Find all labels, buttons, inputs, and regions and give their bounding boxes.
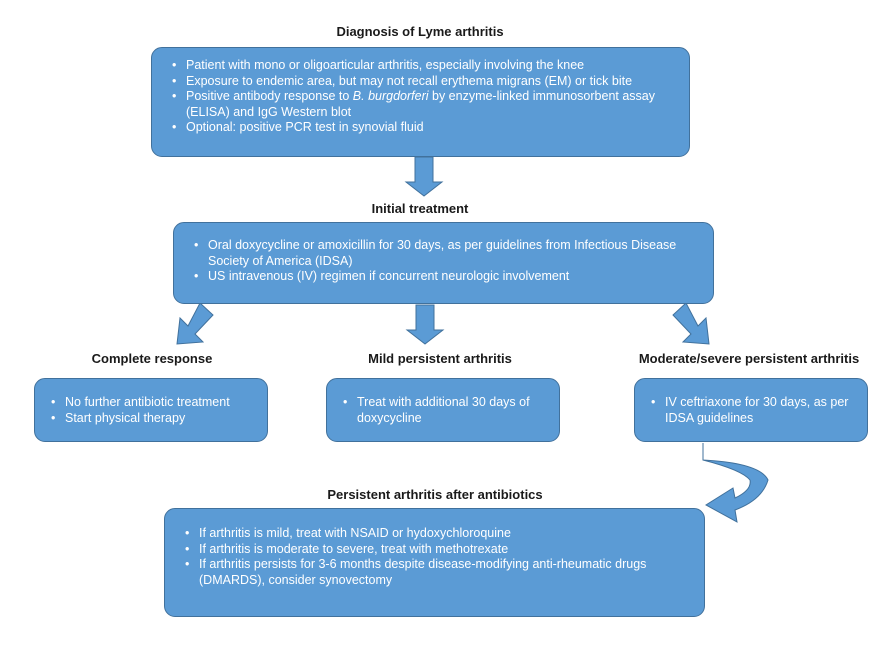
arrow-curved-severe-to-persistent (702, 443, 769, 523)
mild-persistent-box: Treat with additional 30 days of doxycyc… (326, 378, 560, 442)
severe-item: IV ceftriaxone for 30 days, as per IDSA … (645, 395, 857, 426)
arrow-diagonal-initial-to-complete (176, 302, 214, 345)
complete-item: No further antibiotic treatment (45, 395, 259, 411)
diagnosis-box: Patient with mono or oligoarticular arth… (151, 47, 690, 157)
persistent-arthritis-box: If arthritis is mild, treat with NSAID o… (164, 508, 705, 617)
persistent-item: If arthritis is mild, treat with NSAID o… (179, 526, 690, 542)
severe-persistent-title: Moderate/severe persistent arthritis (638, 351, 860, 366)
arrow-down-diagnosis-to-initial (404, 156, 444, 197)
persistent-item: If arthritis persists for 3-6 months des… (179, 557, 690, 588)
diagnosis-item: Positive antibody response to B. burgdor… (166, 89, 675, 120)
mild-item: Treat with additional 30 days of doxycyc… (337, 395, 549, 426)
initial-treatment-title: Initial treatment (371, 201, 469, 216)
diagnosis-item: Exposure to endemic area, but may not re… (166, 74, 675, 90)
mild-persistent-title: Mild persistent arthritis (368, 351, 512, 366)
complete-item: Start physical therapy (45, 411, 259, 427)
persistent-item: If arthritis is moderate to severe, trea… (179, 542, 690, 558)
persistent-arthritis-title: Persistent arthritis after antibiotics (327, 487, 543, 502)
complete-response-box: No further antibiotic treatment Start ph… (34, 378, 268, 442)
severe-persistent-box: IV ceftriaxone for 30 days, as per IDSA … (634, 378, 868, 442)
diagnosis-item: Patient with mono or oligoarticular arth… (166, 58, 675, 74)
diagnosis-item: Optional: positive PCR test in synovial … (166, 120, 675, 136)
arrow-down-initial-to-mild (405, 304, 445, 345)
initial-item: Oral doxycycline or amoxicillin for 30 d… (188, 238, 699, 269)
initial-treatment-box: Oral doxycycline or amoxicillin for 30 d… (173, 222, 714, 304)
arrow-diagonal-initial-to-severe (672, 302, 710, 345)
complete-response-title: Complete response (91, 351, 213, 366)
initial-item: US intravenous (IV) regimen if concurren… (188, 269, 699, 285)
diagnosis-title: Diagnosis of Lyme arthritis (336, 24, 504, 39)
